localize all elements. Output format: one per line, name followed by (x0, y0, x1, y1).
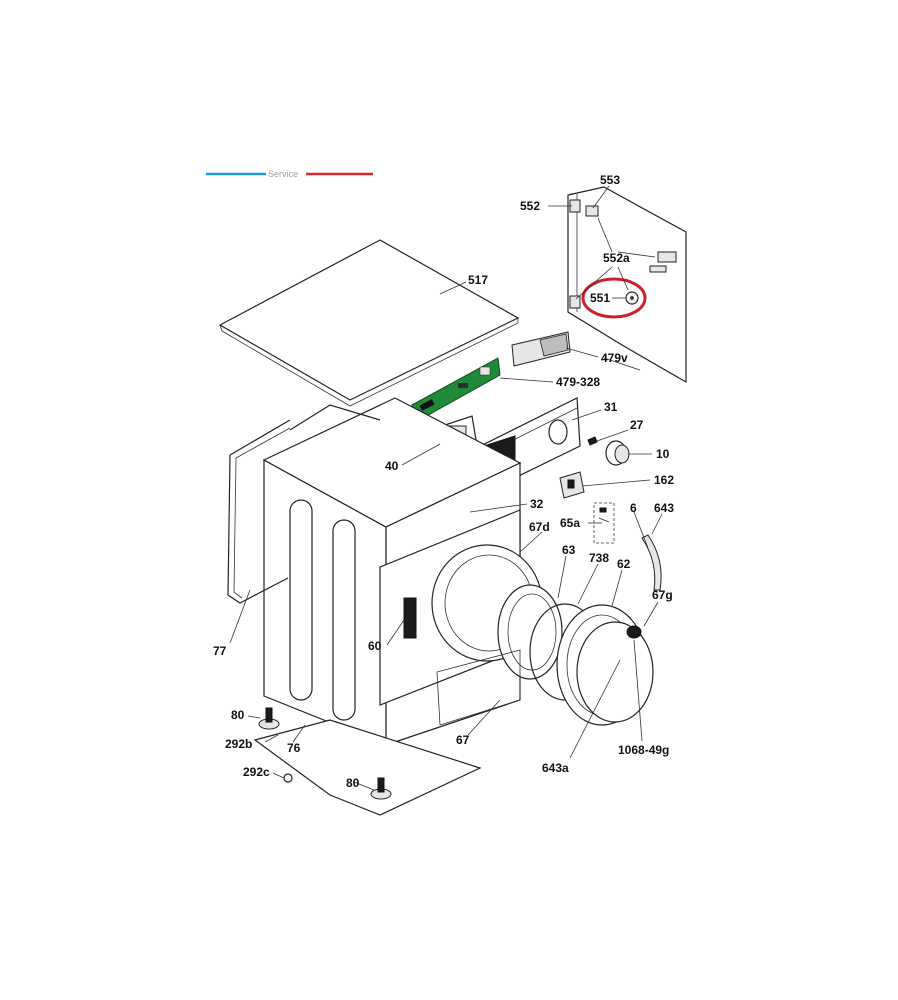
part-small-button (587, 436, 598, 446)
callout-553: 553 (600, 173, 620, 187)
callout-10: 10 (656, 447, 670, 461)
part-side-frame (227, 419, 291, 604)
part-decor-strip (511, 331, 571, 367)
callout-517: 517 (468, 273, 488, 287)
callout-80-right: 80 (346, 776, 360, 790)
callout-76: 76 (287, 741, 301, 755)
callout-31: 31 (604, 400, 618, 414)
callout-643a: 643a (542, 761, 569, 775)
callout-552a: 552a (603, 251, 630, 265)
highlight-circle (581, 277, 647, 319)
callout-67g: 67g (652, 588, 673, 602)
part-screw (283, 773, 293, 783)
callout-162: 162 (654, 473, 674, 487)
part-door-glass (576, 621, 654, 723)
callout-77: 77 (213, 644, 227, 658)
callout-551: 551 (590, 291, 610, 305)
part-foot-left (258, 707, 280, 730)
callout-32: 32 (530, 497, 544, 511)
callout-27: 27 (630, 418, 644, 432)
callout-1068-49g: 1068-49g (618, 743, 669, 757)
part-foot-right (370, 777, 392, 800)
callout-67: 67 (456, 733, 470, 747)
callout-67d: 67d (529, 520, 550, 534)
brand-header: Service (206, 169, 373, 179)
callout-62: 62 (617, 557, 631, 571)
callout-60: 60 (368, 639, 382, 653)
callout-292b: 292b (225, 737, 252, 751)
leader-lines (229, 185, 663, 791)
brand-text: Service (268, 169, 298, 179)
callout-292c: 292c (243, 765, 270, 779)
part-gasket (497, 584, 563, 680)
callout-479v: 479v (601, 351, 628, 365)
part-base-plate (253, 649, 521, 816)
callout-738: 738 (589, 551, 609, 565)
part-top-plate (218, 239, 520, 407)
part-door-panel (567, 186, 687, 384)
part-knob (605, 440, 630, 466)
callout-80-left: 80 (231, 708, 245, 722)
callout-479-328: 479-328 (556, 375, 600, 389)
part-pcb (411, 357, 501, 424)
callout-labels: 517 553 552 552a 551 479v 479-328 31 27 … (213, 173, 674, 790)
part-handle (641, 534, 662, 591)
part-switch (559, 471, 585, 499)
callout-552: 552 (520, 199, 540, 213)
callout-40: 40 (385, 459, 399, 473)
callout-65a: 65a (560, 516, 580, 530)
callout-6: 6 (630, 501, 637, 515)
callout-643: 643 (654, 501, 674, 515)
callout-63: 63 (562, 543, 576, 557)
